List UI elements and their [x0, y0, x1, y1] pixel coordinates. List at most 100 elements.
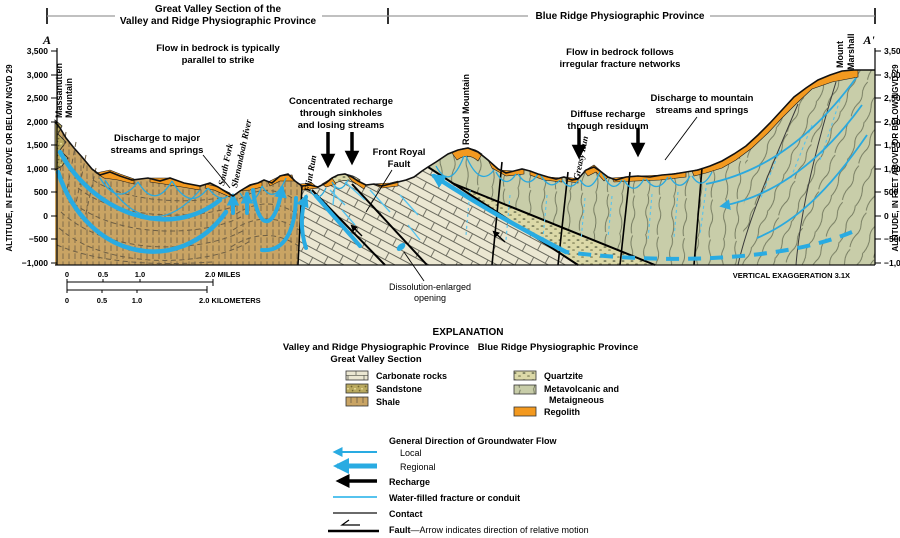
carbonate-swatch [345, 370, 369, 381]
km-tick-1: 1.0 [132, 296, 142, 305]
section-endpoint-a: A [42, 33, 51, 47]
discharge-mountain-pointer [664, 116, 698, 161]
flow-left-note-line2: parallel to strike [182, 55, 255, 66]
flow-left-note-line1: Flow in bedrock is typically [156, 43, 280, 54]
front-royal-fault-line2: Fault [388, 159, 412, 170]
legend-left-header-line1: Valley and Ridge Physiographic Province [283, 342, 469, 353]
front-royal-fault-pointer [365, 169, 393, 213]
regional-flow-arrow [430, 173, 569, 255]
scale-bars: 0 0.5 1.0 2.0 MILES 0 0.5 1.0 2.0 KILOME… [65, 270, 261, 305]
water-table-scallops-right [435, 155, 713, 189]
discharge-mountain-line1: Discharge to mountain [651, 93, 754, 104]
axis-tick-label: 1,500 [884, 140, 900, 150]
diffuse-recharge-line1: Diffuse recharge [571, 109, 646, 120]
carbonate-region [298, 167, 578, 265]
flint-run-discharge-arrow [296, 194, 309, 250]
axis-tick-label: 3,500 [27, 46, 49, 56]
miles-tick-0: 0 [65, 270, 69, 279]
local-flow-arrow [251, 184, 287, 224]
geology-regions [54, 70, 875, 265]
axis-tick-label: 500 [884, 187, 898, 197]
axis-tick-label: 3,000 [27, 70, 49, 80]
right-axis: 3,500 3,000 2,500 2,000 1,500 1,000 500 … [862, 33, 900, 268]
axis-tick-label: 2,000 [27, 117, 49, 127]
fault-line [693, 167, 703, 266]
mount-marshall-flow-lines [705, 77, 868, 239]
left-axis: 3,500 3,000 2,500 2,000 1,500 1,000 500 … [5, 33, 58, 268]
regional-flow-arrow [57, 149, 223, 222]
dissolution-label-line1: Dissolution-enlarged [389, 282, 471, 292]
carbonate-label: Carbonate rocks [376, 371, 447, 381]
water-filled-fractures [329, 99, 841, 241]
axis-tick-label: 1,500 [27, 140, 49, 150]
explanation-title: EXPLANATION [433, 327, 504, 338]
metavolcanic-swatch [513, 384, 537, 395]
regional-flow-label: Regional [400, 462, 436, 472]
discharge-major-line1: Discharge to major [114, 133, 200, 144]
contact-line [737, 103, 799, 266]
sandstone-label: Sandstone [376, 384, 422, 394]
contact-label: Contact [389, 509, 423, 519]
round-mountain-label: Round Mountain [461, 74, 471, 145]
axis-tick-label: −500 [884, 234, 900, 244]
axis-tick-label: 2,500 [884, 93, 900, 103]
regolith-swatch [513, 406, 537, 417]
metavolcanic-label-line1: Metavolcanic and [544, 384, 619, 394]
province-label-right: Blue Ridge Physiographic Province [536, 11, 705, 22]
mount-marshall-label-line2: Marshall [846, 33, 856, 70]
section-endpoint-a-prime: A' [862, 33, 875, 47]
diffuse-recharge-line2: through residuum [567, 121, 648, 132]
miles-end-label: 2.0 MILES [205, 270, 240, 279]
axis-tick-label: 1,000 [27, 164, 49, 174]
massanutten-label-line2: Mountain [64, 78, 74, 118]
massanutten-label-line1: Massanutten [54, 63, 64, 118]
concentrated-recharge-line2: through sinkholes [300, 108, 382, 119]
dissolution-pointer [403, 251, 425, 282]
axis-tick-label: −1,000 [22, 258, 49, 268]
explanation-legend: EXPLANATION Valley and Ridge Physiograph… [283, 327, 638, 535]
province-brackets: Great Valley Section of the Valley and R… [46, 4, 876, 27]
conduit-flow [314, 194, 362, 248]
province-label-left-line1: Great Valley Section of the [155, 4, 282, 15]
axis-tick-label: 0 [43, 211, 48, 221]
right-axis-title: ALTITUDE, IN FEET ABOVE OR BELOW NGVD 29 [891, 64, 900, 252]
recharge-label: Recharge [389, 477, 430, 487]
fault-legend-label: Fault—Arrow indicates direction of relat… [389, 525, 589, 535]
axis-tick-label: 3,000 [884, 70, 900, 80]
vertical-exaggeration-note: VERTICAL EXAGGERATION 3.1X [733, 271, 850, 280]
axis-tick-label: 500 [34, 187, 48, 197]
fault-motion-arrow [350, 224, 363, 237]
legend-left-header-line2: Great Valley Section [330, 354, 422, 365]
concentrated-recharge-line1: Concentrated recharge [289, 96, 393, 107]
axis-tick-label: −500 [29, 234, 48, 244]
province-label-left-line2: Valley and Ridge Physiographic Province [120, 16, 317, 27]
mount-marshall-label-line1: Mount [835, 41, 845, 68]
regional-flow-arrow [55, 169, 229, 254]
left-axis-title: ALTITUDE, IN FEET ABOVE OR BELOW NGVD 29 [5, 64, 14, 252]
regional-flow-arrows [55, 149, 853, 261]
metavolcanic-label-line2: Metaigneous [549, 395, 604, 405]
shale-region [55, 122, 302, 265]
legend-right-header: Blue Ridge Physiographic Province [478, 342, 638, 353]
front-royal-fault-line1: Front Royal [373, 147, 426, 158]
shale-swatch [345, 396, 369, 407]
local-flow-label: Local [400, 448, 422, 458]
axis-tick-label: 2,000 [884, 117, 900, 127]
quartzite-label: Quartzite [544, 371, 583, 381]
fault-label-bold: Fault [389, 525, 411, 535]
flow-right-note-line2: irregular fracture networks [560, 59, 681, 70]
fault-line [619, 171, 631, 266]
axis-tick-label: 3,500 [884, 46, 900, 56]
shale-label: Shale [376, 397, 400, 407]
deep-regional-flow-dashed [565, 230, 853, 261]
concentrated-recharge-line3: and losing streams [298, 120, 385, 131]
dissolution-label-line2: opening [414, 293, 446, 303]
regolith-label: Regolith [544, 407, 580, 417]
discharge-major-pointer [202, 154, 231, 189]
front-royal-fault-line [351, 183, 428, 266]
km-tick-0: 0 [65, 296, 69, 305]
miles-tick-1: 1.0 [135, 270, 145, 279]
land-surface-outline [54, 69, 875, 197]
